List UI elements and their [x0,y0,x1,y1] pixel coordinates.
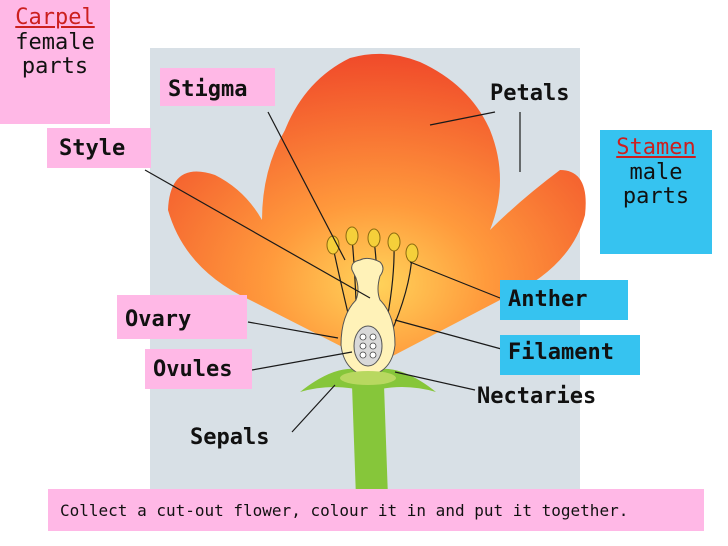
stamen-subtitle-2: parts [622,184,690,210]
instruction-text: Collect a cut-out flower, colour it in a… [60,500,629,520]
stamen-box: Stamen male parts [600,130,712,254]
label-anther: Anther [500,280,628,320]
label-filament: Filament [500,335,640,375]
nectaries-shape [340,371,396,385]
anthers [326,226,419,263]
petals [168,53,586,360]
stamen-subtitle-1: male [629,159,683,185]
ovary-cavity [353,325,383,367]
label-sepals: Sepals [190,425,270,450]
stamen-title: Stamen [616,135,696,160]
carpel-box: Carpel female parts [0,0,110,124]
label-petals: Petals [490,81,570,106]
label-stigma: Stigma [160,68,275,106]
stem [352,385,388,498]
instruction-bar: Collect a cut-out flower, colour it in a… [48,489,704,531]
label-ovary: Ovary [117,295,247,339]
carpel-subtitle-1: female [15,29,95,55]
label-ovules: Ovules [145,349,252,389]
carpel-subtitle-2: parts [21,54,89,80]
carpel-title: Carpel [15,5,95,30]
label-nectaries: Nectaries [477,384,597,409]
ovules-dots [359,333,377,359]
pointer-lines [144,111,521,433]
label-style: Style [47,128,151,168]
